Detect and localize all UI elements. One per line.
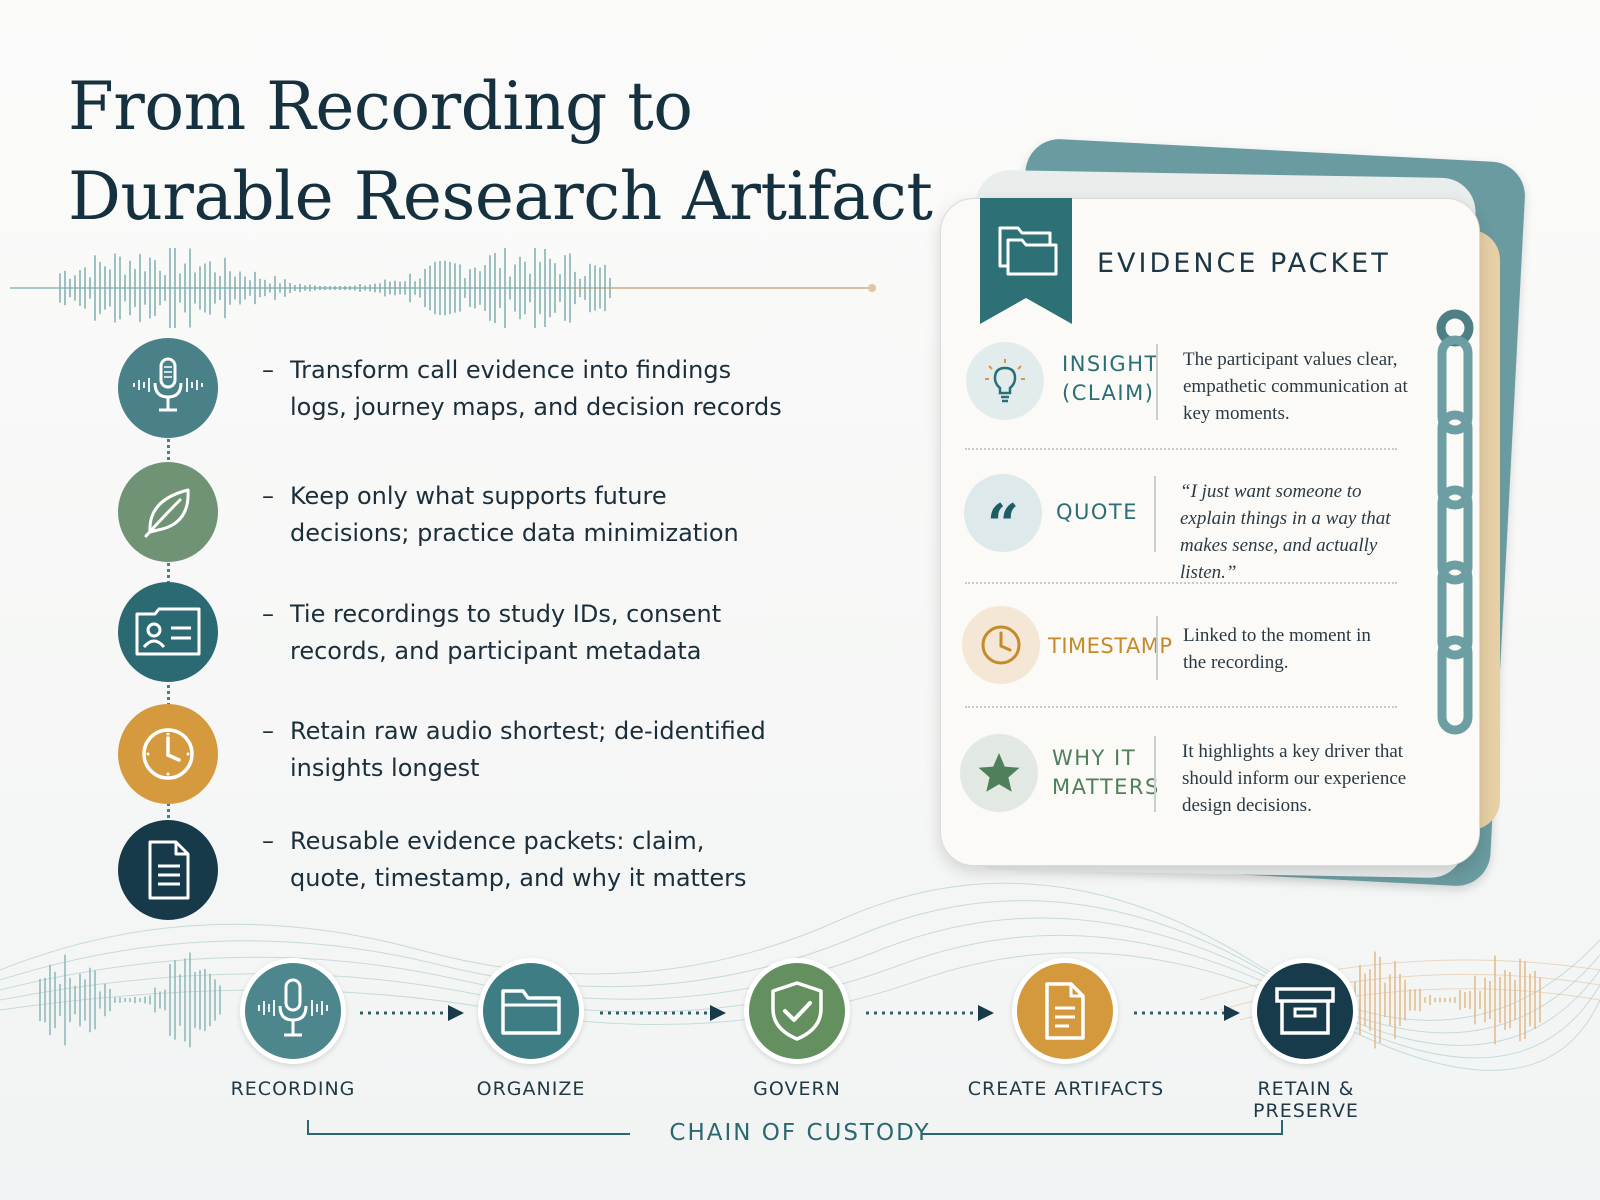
point-label: Transform call evidence into findings lo… (290, 356, 782, 421)
row-icon-insight (966, 342, 1044, 420)
point-icon-document (118, 820, 218, 920)
point-text-4: – Retain raw audio shortest; de-identifi… (262, 713, 782, 787)
flow-node-govern (744, 958, 850, 1064)
page-title: From Recording to Durable Research Artif… (68, 62, 968, 242)
bullet-dash: – (262, 717, 274, 745)
microphone-icon (133, 357, 203, 412)
row-desc-quote: “I just want someone to explain things i… (1180, 481, 1391, 583)
flow-arrow (360, 1003, 468, 1023)
flow-arrow (600, 1003, 730, 1023)
point-label: Keep only what supports future decisions… (290, 482, 739, 547)
row-separator (965, 706, 1397, 708)
folder-icon (501, 989, 561, 1035)
label-line: TIMESTAMP (1048, 634, 1173, 658)
evidence-packet: EVIDENCE PACKET INSIGHT (CLAIM) The (940, 137, 1580, 890)
point-icon-id-card (118, 582, 218, 682)
row-divider (1156, 616, 1158, 680)
packet-ribbon (980, 198, 1072, 324)
flow-node-recording (240, 958, 346, 1064)
point-text-3: – Tie recordings to study IDs, consent r… (262, 596, 782, 670)
title-line-2: Durable Research Artifact (68, 158, 933, 235)
waveform-decoration (10, 248, 876, 328)
flow-background-waves (0, 882, 1600, 1071)
label-line: (CLAIM) (1062, 381, 1155, 405)
row-label-why: WHY IT MATTERS (1052, 744, 1160, 802)
point-icon-leaf (118, 462, 218, 562)
row-icon-quote: “ (964, 474, 1042, 558)
chain-of-custody-label: CHAIN OF CUSTODY (669, 1120, 931, 1146)
bullet-dash: – (262, 356, 274, 384)
point-icon-clock (118, 704, 218, 804)
shield-check-icon (771, 981, 823, 1041)
flow-node-retain-preserve (1252, 958, 1358, 1064)
row-label-timestamp: TIMESTAMP (1048, 632, 1173, 661)
title-line-1: From Recording to (68, 68, 693, 145)
connector-dots (167, 674, 170, 706)
row-divider (1156, 344, 1158, 420)
row-icon-why (960, 734, 1038, 812)
bullet-dash: – (262, 600, 274, 628)
label-line: MATTERS (1052, 775, 1160, 799)
archive-box-icon (1275, 987, 1335, 1035)
row-divider (1154, 476, 1156, 552)
row-separator (965, 448, 1397, 450)
id-card-icon (135, 607, 201, 656)
microphone-icon (258, 978, 328, 1037)
flow-label-recording: RECORDING (230, 1078, 356, 1100)
point-label: Tie recordings to study IDs, consent rec… (290, 600, 722, 665)
label-line: WHY IT (1052, 746, 1137, 770)
row-divider (1154, 736, 1156, 812)
flow-node-organize (478, 958, 584, 1064)
flow-label-govern: GOVERN (753, 1078, 841, 1100)
point-label: Reusable evidence packets: claim, quote,… (290, 827, 747, 892)
clock-icon (981, 625, 1021, 665)
row-separator (965, 582, 1397, 584)
bullet-dash: – (262, 827, 274, 855)
label-line: INSIGHT (1062, 352, 1159, 376)
point-text-5: – Reusable evidence packets: claim, quot… (262, 823, 782, 897)
row-label-insight: INSIGHT (CLAIM) (1062, 350, 1159, 408)
row-label-quote: QUOTE (1056, 498, 1138, 527)
flow-node-create-artifacts (1012, 958, 1118, 1064)
connector-dots (167, 790, 170, 818)
point-label: Retain raw audio shortest; de-identified… (290, 717, 766, 782)
point-text-1: – Transform call evidence into findings … (262, 352, 782, 426)
folder-icon (998, 226, 1058, 276)
row-desc-insight: The participant values clear, empathetic… (1183, 349, 1408, 424)
flow-arrow (866, 1003, 998, 1023)
connector-dots (167, 434, 170, 466)
bullet-dash: – (262, 482, 274, 510)
document-icon (1045, 982, 1085, 1040)
point-text-2: – Keep only what supports future decisio… (262, 478, 782, 552)
document-icon (148, 840, 190, 900)
chain-icon (1436, 309, 1474, 735)
flow-label-retain-preserve: RETAIN & PRESERVE (1253, 1078, 1359, 1122)
lightbulb-icon (985, 359, 1025, 403)
custody-bracket (307, 1120, 1283, 1135)
label-line: QUOTE (1056, 500, 1139, 524)
connector-dots (167, 556, 170, 584)
leaf-icon (144, 488, 190, 538)
flow-arrow (1134, 1003, 1244, 1023)
quote-icon: “ (986, 492, 1020, 558)
flow-label-organize: ORGANIZE (476, 1078, 586, 1100)
row-icon-timestamp (962, 606, 1040, 684)
row-desc-why: It highlights a key driver that should i… (1182, 741, 1407, 816)
flow-label-create-artifacts: CREATE ARTIFACTS (967, 1078, 1165, 1100)
star-icon (978, 753, 1020, 792)
packet-title: EVIDENCE PACKET (1097, 248, 1391, 279)
row-desc-timestamp: Linked to the moment in the recording. (1183, 625, 1371, 673)
clock-icon (142, 728, 194, 780)
point-icon-microphone (118, 338, 218, 438)
